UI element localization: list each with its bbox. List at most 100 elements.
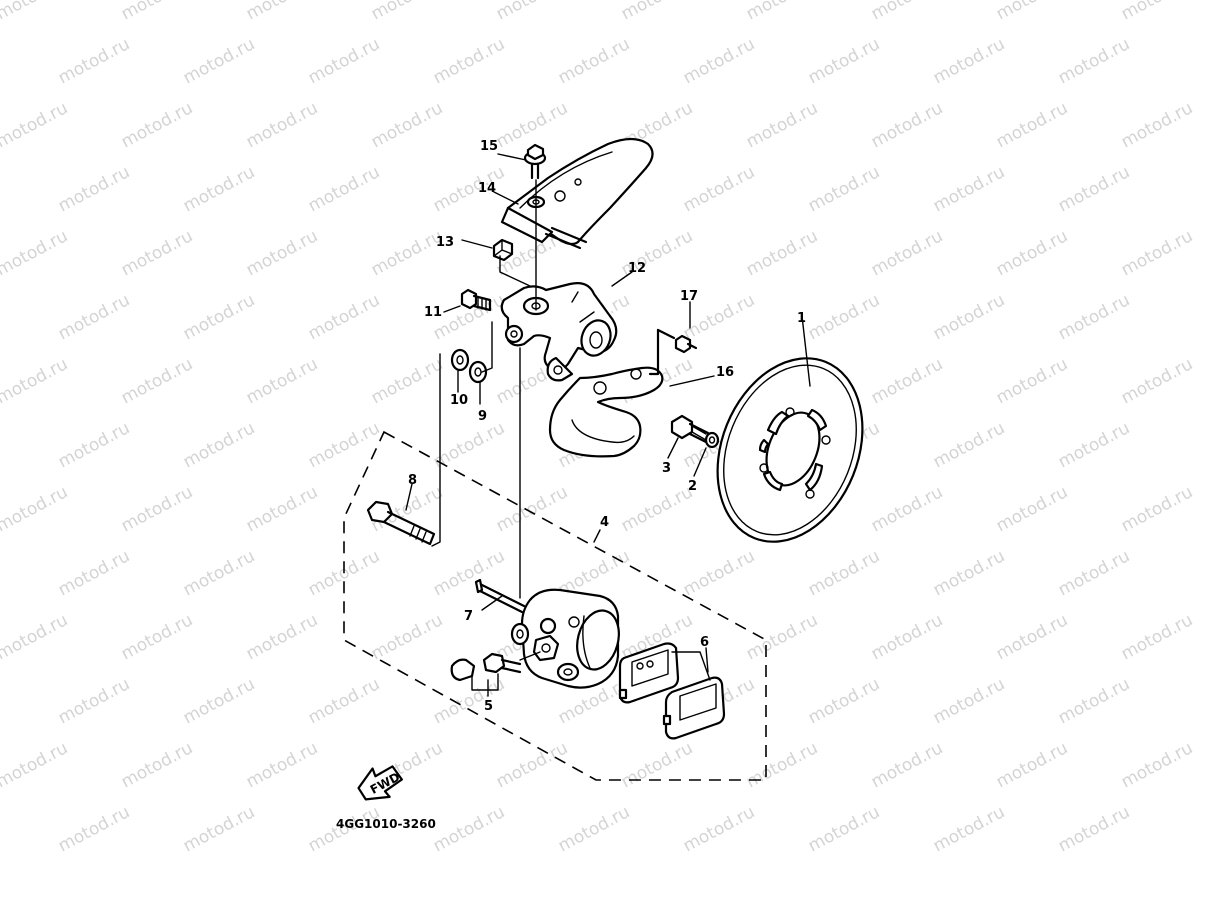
watermark-text: motod.ru xyxy=(180,802,258,856)
callout-5: 5 xyxy=(484,699,493,714)
watermark-text: motod.ru xyxy=(743,610,821,664)
watermark-text: motod.ru xyxy=(743,226,821,280)
watermark-text: motod.ru xyxy=(868,354,946,408)
watermark-text: motod.ru xyxy=(118,482,196,536)
callout-13: 13 xyxy=(436,235,454,250)
callout-1: 1 xyxy=(797,311,806,326)
watermark-text: motod.ru xyxy=(743,738,821,792)
watermark-text: motod.ru xyxy=(930,34,1008,88)
watermark-text: motod.ru xyxy=(618,738,696,792)
watermark-text: motod.ru xyxy=(930,290,1008,344)
watermark-text: motod.ru xyxy=(493,98,571,152)
callout-12: 12 xyxy=(628,261,646,276)
callout-7: 7 xyxy=(464,609,473,624)
watermark-text: motod.ru xyxy=(180,34,258,88)
watermark-text: motod.ru xyxy=(55,34,133,88)
watermark-text: motod.ru xyxy=(993,0,1071,24)
callout-16: 16 xyxy=(716,365,734,380)
watermark-text: motod.ru xyxy=(743,0,821,24)
watermark-text: motod.ru xyxy=(618,482,696,536)
watermark-text: motod.ru xyxy=(1118,0,1196,24)
watermark-text: motod.ru xyxy=(0,226,71,280)
callouts: 1 2 3 4 5 6 7 8 9 10 11 12 13 14 15 16 1… xyxy=(408,139,806,714)
watermark-text: motod.ru xyxy=(1055,290,1133,344)
callout-11: 11 xyxy=(424,305,442,320)
callout-10: 10 xyxy=(450,393,468,408)
watermark-text: motod.ru xyxy=(368,0,446,24)
watermark-text: motod.ru xyxy=(180,418,258,472)
callout-14: 14 xyxy=(478,181,496,196)
bracket-nut xyxy=(492,238,514,262)
caliper-body xyxy=(510,588,620,689)
watermark-text: motod.ru xyxy=(805,802,883,856)
callout-8: 8 xyxy=(408,473,417,488)
bracket-bolt xyxy=(460,288,492,312)
watermark-text: motod.ru xyxy=(368,98,446,152)
watermark-text: motod.ru xyxy=(680,162,758,216)
front-arrow: FWD xyxy=(357,765,403,801)
callout-3: 3 xyxy=(662,461,671,476)
watermark-text: motod.ru xyxy=(930,546,1008,600)
callout-2: 2 xyxy=(688,479,697,494)
washer-9 xyxy=(468,360,488,384)
watermark-text: motod.ru xyxy=(243,0,321,24)
watermark-text: motod.ru xyxy=(868,610,946,664)
brake-pad-inner xyxy=(618,642,680,704)
brake-pad-outer xyxy=(662,676,726,740)
watermark-text: motod.ru xyxy=(180,674,258,728)
watermark-text: motod.ru xyxy=(1055,418,1133,472)
watermark-text: motod.ru xyxy=(555,802,633,856)
watermark-text: motod.ru xyxy=(930,674,1008,728)
watermark-text: motod.ru xyxy=(1055,162,1133,216)
watermark-text: motod.ru xyxy=(868,0,946,24)
callout-17: 17 xyxy=(680,289,698,304)
watermark-text: motod.ru xyxy=(930,162,1008,216)
callout-9: 9 xyxy=(478,409,487,424)
watermark-text: motod.ru xyxy=(743,98,821,152)
watermark-text: motod.ru xyxy=(305,290,383,344)
watermark-text: motod.ru xyxy=(805,546,883,600)
figure-code: 4GG1010-3260 xyxy=(336,817,436,831)
watermark-text: motod.ru xyxy=(868,98,946,152)
watermark-text: motod.ru xyxy=(0,482,71,536)
caliper-bolt xyxy=(366,500,436,546)
watermark-text: motod.ru xyxy=(430,34,508,88)
callout-15: 15 xyxy=(480,139,498,154)
watermark-text: motod.ru xyxy=(930,802,1008,856)
watermark-text: motod.ru xyxy=(305,34,383,88)
watermark-text: motod.ru xyxy=(805,34,883,88)
watermark-text: motod.ru xyxy=(243,610,321,664)
watermark-text: motod.ru xyxy=(868,226,946,280)
watermark-text: motod.ru xyxy=(118,738,196,792)
watermark-text: motod.ru xyxy=(180,546,258,600)
watermark-text: motod.ru xyxy=(118,98,196,152)
watermark-text: motod.ru xyxy=(1118,98,1196,152)
watermark-text: motod.ru xyxy=(1118,482,1196,536)
watermark-text: motod.ru xyxy=(55,674,133,728)
watermark-text: motod.ru xyxy=(993,98,1071,152)
watermark-text: motod.ru xyxy=(805,674,883,728)
watermark-text: motod.ru xyxy=(0,738,71,792)
watermark-text: motod.ru xyxy=(430,162,508,216)
caliper-protector xyxy=(500,137,654,250)
watermark-text: motod.ru xyxy=(368,354,446,408)
watermark-text: motod.ru xyxy=(1055,546,1133,600)
watermark-text: motod.ru xyxy=(993,226,1071,280)
watermark-text: motod.ru xyxy=(1055,34,1133,88)
watermark-text: motod.ru xyxy=(118,610,196,664)
watermark-text: motod.ru xyxy=(868,738,946,792)
washer-10 xyxy=(450,348,470,372)
watermark-text: motod.ru xyxy=(993,610,1071,664)
watermark-text: motod.ru xyxy=(55,162,133,216)
watermark-text: motod.ru xyxy=(1055,802,1133,856)
watermark-text: motod.ru xyxy=(805,162,883,216)
watermark-text: motod.ru xyxy=(1118,226,1196,280)
watermark-text: motod.ru xyxy=(243,738,321,792)
caliper-bracket xyxy=(500,282,618,382)
watermark-text: motod.ru xyxy=(118,354,196,408)
watermark-text: motod.ru xyxy=(1118,738,1196,792)
protector-bolt xyxy=(523,143,547,180)
watermark-text: motod.ru xyxy=(243,482,321,536)
watermark-text: motod.ru xyxy=(180,290,258,344)
